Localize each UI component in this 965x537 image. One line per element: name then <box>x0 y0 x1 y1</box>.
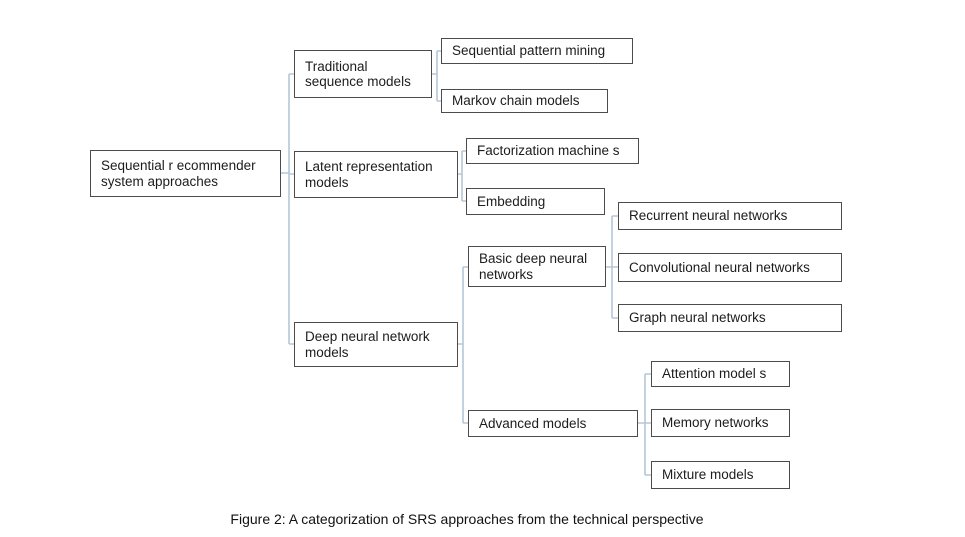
node-markov-chain-models: Markov chain models <box>441 89 608 113</box>
connector-root <box>281 73 294 345</box>
node-traditional-sequence-models: Traditional sequence models <box>294 50 432 98</box>
node-memory-networks: Memory networks <box>651 409 790 437</box>
node-graph-neural-networks: Graph neural networks <box>618 304 842 332</box>
figure-caption: Figure 2: A categorization of SRS approa… <box>230 511 704 527</box>
node-attention-models: Attention model s <box>651 361 790 387</box>
node-sequential-recommender-system-approaches: Sequential r ecommender system approache… <box>90 150 281 197</box>
connector-basic-dnn <box>606 215 618 319</box>
node-recurrent-neural-networks: Recurrent neural networks <box>618 202 842 230</box>
node-latent-representation-models: Latent representation models <box>294 151 458 198</box>
node-factorization-machines: Factorization machine s <box>466 138 639 164</box>
node-mixture-models: Mixture models <box>651 461 790 489</box>
node-advanced-models: Advanced models <box>468 410 638 437</box>
node-deep-neural-network-models: Deep neural network models <box>294 322 458 367</box>
connector-traditional <box>432 50 441 102</box>
node-embedding: Embedding <box>466 188 605 215</box>
node-convolutional-neural-networks: Convolutional neural networks <box>618 253 842 282</box>
node-basic-deep-neural-networks: Basic deep neural networks <box>468 246 606 287</box>
connector-dnn <box>458 266 468 424</box>
connector-advanced <box>638 373 651 476</box>
connector-latent <box>458 150 466 202</box>
node-sequential-pattern-mining: Sequential pattern mining <box>441 38 633 64</box>
